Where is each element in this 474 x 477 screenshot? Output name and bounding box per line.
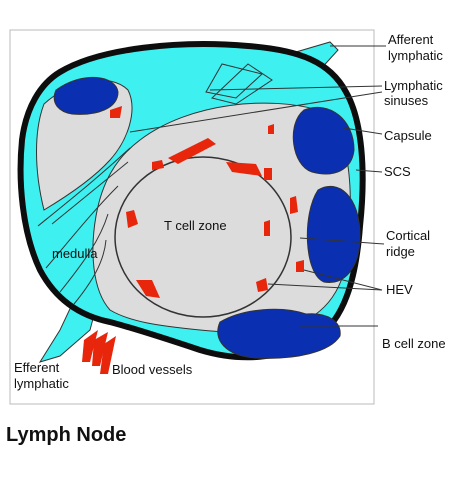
label-lymphatic-sinuses-1: Lymphatic (384, 78, 443, 93)
figure-frame (9, 29, 375, 405)
label-cortical-ridge-1: Cortical (386, 228, 431, 243)
medullary-cord-lines (37, 147, 131, 305)
label-lymphatic-sinuses-2: sinuses (384, 93, 429, 108)
hev-vessel (126, 210, 138, 228)
hev-vessel (268, 124, 274, 134)
figure-title: Lymph Node (6, 424, 127, 446)
b-cell-follicle-bottom (217, 308, 341, 359)
label-afferent-lymphatic-1: Afferent (388, 32, 434, 47)
label-capsule: Capsule (384, 128, 432, 143)
b-cell-follicle-right (306, 185, 361, 284)
hev-vessel (290, 196, 298, 214)
label-hev: HEV (386, 282, 413, 297)
label-afferent-lymphatic-2: lymphatic (388, 48, 443, 63)
hev-vessel (264, 168, 272, 180)
hev-vessel (296, 260, 304, 272)
blood-vessel (100, 336, 116, 374)
hev-vessel (152, 160, 164, 170)
hev-vessel (110, 106, 122, 118)
hev-vessel (136, 280, 160, 298)
label-efferent-lymphatic-2: lymphatic (14, 376, 69, 391)
t-cell-zone (114, 156, 292, 318)
label-scs: SCS (384, 164, 411, 179)
lymphatic-sinus-channel-2 (210, 63, 273, 105)
hev-vessel (264, 220, 270, 236)
b-cell-follicle-right-top (292, 106, 355, 175)
label-t-cell-zone: T cell zone (164, 218, 227, 233)
label-efferent-lymphatic-1: Efferent (14, 360, 60, 375)
blood-vessel (82, 330, 98, 362)
blood-vessel (92, 332, 108, 366)
label-b-cell-zone: B cell zone (382, 336, 446, 351)
hev-vessel (168, 138, 216, 164)
label-cortical-ridge-2: ridge (386, 244, 415, 259)
hev-vessel (256, 278, 268, 292)
label-medulla: medulla (52, 246, 98, 261)
b-cell-follicle-top-left (53, 76, 119, 115)
leader-lines (51, 45, 386, 327)
hev-vessel (226, 162, 262, 176)
label-blood-vessels: Blood vessels (112, 362, 193, 377)
